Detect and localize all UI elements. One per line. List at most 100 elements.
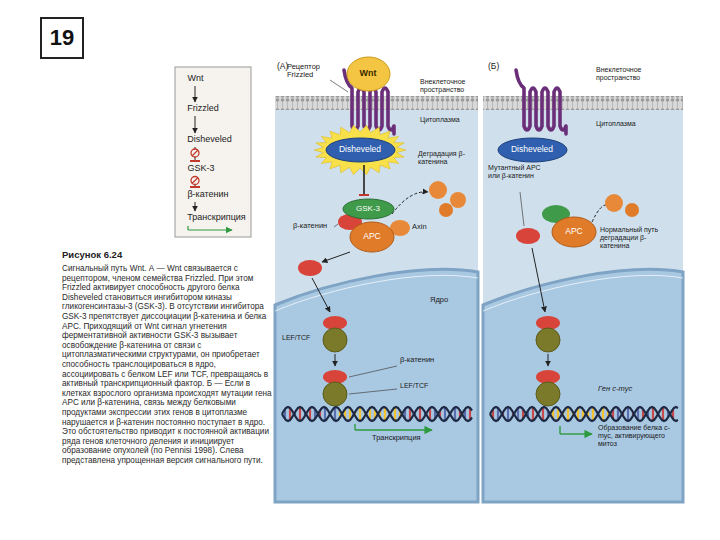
- activation-connector: [195, 202, 196, 211]
- leader-line: [349, 389, 397, 394]
- gsk3-protein: GSK-3: [342, 198, 395, 220]
- process-label: Деградация β-катенина: [418, 150, 476, 166]
- gene-name: Ген c-myc: [598, 385, 632, 393]
- connector-line: [195, 202, 196, 211]
- pathway-step: Транскрипция: [186, 213, 247, 223]
- nuclear-envelope: [483, 275, 683, 311]
- apc-protein: APC: [349, 221, 395, 253]
- disheveled-protein: Disheveled: [497, 137, 568, 163]
- transcription-arrow: [354, 424, 355, 430]
- lef-tcf: [323, 382, 347, 406]
- node-shape: [350, 222, 394, 252]
- translocation-arrow: [322, 252, 350, 262]
- degraded-fragment: [450, 192, 466, 208]
- node-text: Wnt: [187, 74, 203, 84]
- inhibition-symbol: [191, 149, 199, 157]
- region-name: Ядро: [430, 296, 448, 304]
- starburst: [314, 125, 406, 174]
- leader-line: [330, 80, 348, 92]
- extracellular-space: [483, 60, 683, 96]
- node-shape: [343, 199, 394, 219]
- frizzled-receptor: [516, 70, 566, 134]
- cytoplasm: [275, 110, 478, 502]
- node-shape: [347, 57, 390, 91]
- dna-strand: [282, 407, 472, 421]
- part-name: Рецептор Frizzled: [287, 63, 335, 80]
- beta-catenin: [298, 260, 322, 276]
- base-pair: [359, 407, 361, 421]
- node-text: Wnt: [360, 69, 377, 79]
- blocked-degradation: [592, 205, 606, 222]
- pathway-frame: [175, 67, 251, 237]
- slide-number-box: 19: [40, 17, 84, 59]
- activation-burst: [314, 125, 406, 174]
- activation-connector: [195, 86, 196, 102]
- degraded-fragment: [605, 194, 623, 212]
- mutant-beta-catenin: [516, 228, 540, 244]
- transcription-arrow: [187, 226, 188, 230]
- node-text: APC: [363, 232, 380, 241]
- dna-strand: [490, 407, 678, 421]
- lef-tcf: [323, 328, 347, 352]
- node-text: 19: [50, 26, 74, 50]
- figure-caption: Сигнальный путь Wnt. А — Wnt связывается…: [62, 264, 272, 465]
- region-name: Цитоплазма: [596, 120, 656, 128]
- inhibition-connector: [190, 147, 200, 161]
- transcription-arrow: [355, 429, 432, 430]
- part-name: Мутантный APC или β-катенин: [488, 164, 552, 180]
- degraded-fragment: [429, 181, 447, 199]
- process-label: Транскрипция: [372, 434, 421, 442]
- wnt-ligand: Wnt: [346, 56, 391, 92]
- dna-strand: [282, 407, 472, 421]
- inhibition-symbol: [192, 150, 198, 156]
- translocation-arrow: [312, 278, 330, 312]
- degradation-arrow: [392, 192, 428, 214]
- part-name: LEF/TCF: [400, 382, 428, 390]
- receptor-chain: [516, 70, 566, 134]
- node-text: Транскрипция: [187, 213, 245, 223]
- cell-membrane: [483, 96, 683, 110]
- pathway-step: Disheveled: [186, 135, 233, 145]
- nucleus: [483, 269, 683, 502]
- nuclear-envelope: [275, 275, 478, 311]
- binding-arrow: [335, 354, 336, 366]
- pathway-step: GSK-3: [186, 164, 216, 174]
- transcription-arrow: [560, 433, 592, 434]
- inhibition-bar: [359, 194, 369, 196]
- dna-strand: [490, 407, 678, 421]
- base-pair: [299, 407, 301, 421]
- base-pair: [627, 407, 629, 421]
- leader-line: [334, 224, 338, 227]
- panel-letter: (Б): [488, 62, 499, 72]
- leader-line: [349, 366, 397, 377]
- inhibition-bar: [190, 160, 200, 162]
- panel-letter: (А): [277, 62, 288, 72]
- node-text: β-катенин: [187, 190, 228, 200]
- figure-title: Рисунок 6.24: [62, 250, 122, 261]
- leader-line: [520, 192, 524, 226]
- process-label: Образование белка c-myc, активирующего м…: [598, 424, 678, 447]
- node-text: GSK-3: [356, 205, 380, 214]
- node-shape: [326, 138, 395, 162]
- transcription-arrow: [559, 426, 560, 434]
- base-pair: [567, 407, 569, 421]
- inhibition-connector: [359, 165, 369, 195]
- node-text: Disheveled: [187, 135, 232, 145]
- degraded-fragment: [625, 203, 639, 217]
- part-name: LEF/TCF: [282, 334, 310, 342]
- base-pair: [507, 407, 509, 421]
- part-name: β-катенин: [400, 356, 434, 364]
- cytoplasm: [483, 110, 683, 502]
- process-label: Нормальный путь деградации β-катенина: [600, 226, 662, 249]
- node-text: Frizzled: [187, 104, 219, 114]
- node-text: Disheveled: [339, 145, 381, 154]
- node-text: GSK-3: [187, 164, 214, 174]
- dna-helix: [282, 407, 472, 421]
- transcription-arrow: [188, 229, 232, 230]
- region-name: Внеклеточное пространство: [596, 66, 656, 82]
- binding-arrow: [548, 354, 549, 366]
- node-shape: [498, 138, 567, 162]
- region-name: Внеклеточное пространство: [420, 78, 476, 94]
